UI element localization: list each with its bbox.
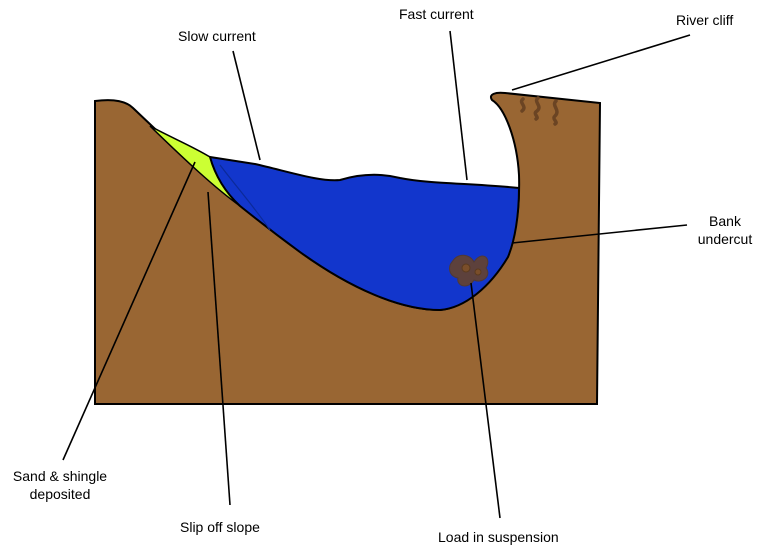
label-sand-shingle-line2: deposited (29, 486, 91, 502)
label-bank-undercut: Bank undercut (690, 212, 760, 248)
suspended-load (449, 254, 489, 287)
label-slow-current: Slow current (178, 28, 256, 44)
leader-lines (62, 30, 691, 519)
river-water (208, 155, 521, 312)
leader-fast-current (449, 30, 468, 181)
label-bank-undercut-line1: Bank (709, 213, 741, 229)
label-slip-off-slope: Slip off slope (180, 519, 260, 535)
label-load-in-suspension: Load in suspension (438, 529, 559, 545)
leader-load-suspension (470, 282, 501, 519)
cliff-erosion-marks (519, 96, 559, 126)
label-sand-shingle: Sand & shingle deposited (0, 467, 120, 503)
leader-river-cliff (511, 34, 691, 91)
label-river-cliff: River cliff (676, 12, 734, 28)
leader-sand-shingle (62, 161, 196, 461)
leader-slip-off-slope (207, 191, 231, 506)
label-fast-current: Fast current (399, 6, 474, 22)
leader-slow-current (232, 50, 261, 161)
label-bank-undercut-line2: undercut (697, 231, 753, 247)
water-inner-contour (219, 164, 271, 231)
label-sand-shingle-line1: Sand & shingle (12, 468, 108, 484)
leader-bank-undercut (511, 224, 688, 244)
